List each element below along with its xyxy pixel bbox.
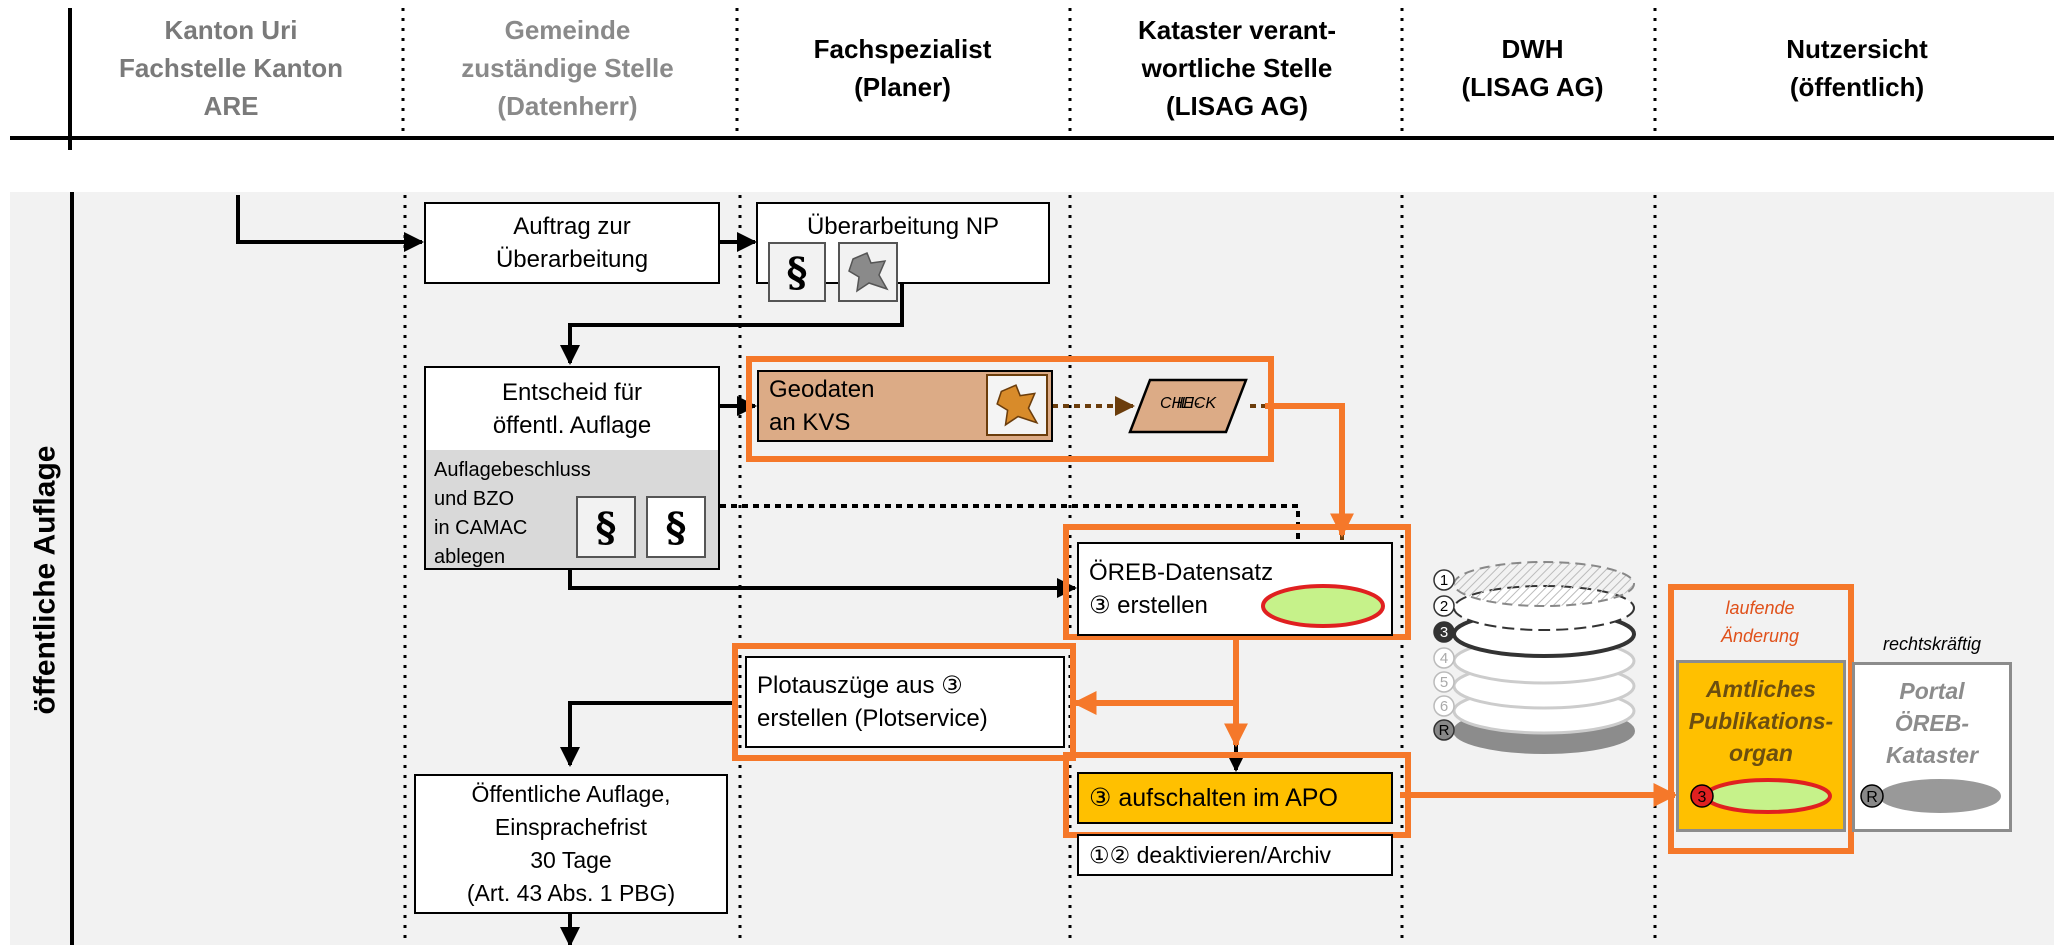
stack-label-6: 6 <box>1440 698 1448 715</box>
header-col3: Fachspezialist(Planer) <box>813 34 992 102</box>
apo-highlight <box>1668 584 1854 854</box>
flow-arrows <box>236 195 1246 945</box>
oereb-ellipse <box>1261 584 1385 628</box>
apo-ellipse: 3 <box>1690 778 1832 814</box>
apo-marker: 3 <box>1698 789 1707 806</box>
paragraph-icon-3: § <box>646 496 706 558</box>
rechtskraeftig-label: rechtskräftig <box>1882 634 1982 654</box>
swimlane-label: öffentliche Auflage <box>28 445 61 715</box>
stack-label-5: 5 <box>1440 674 1448 691</box>
stack-label-2: 2 <box>1440 598 1448 615</box>
header-col5: DWH(LISAG AG) <box>1461 34 1604 102</box>
portal-ellipse: R <box>1860 779 2001 813</box>
portal-marker: R <box>1866 789 1878 806</box>
ili-check-shape: ILI-CHECK <box>1128 378 1248 434</box>
geodata-map-icon <box>986 374 1048 436</box>
stack-label-3: 3 <box>1440 624 1448 641</box>
plotauszuege-highlight <box>732 643 1076 761</box>
stack-label-r: R <box>1439 722 1450 739</box>
geodaten-highlight <box>746 356 1274 462</box>
oereb-highlight <box>1063 524 1411 640</box>
stack-label-4: 4 <box>1440 650 1448 667</box>
header-col4: Kataster verant-wortliche Stelle(LISAG A… <box>1138 15 1336 121</box>
aufschalten-box: ③ aufschalten im APO <box>1077 772 1393 824</box>
stack-label-1: 1 <box>1440 572 1448 589</box>
deaktivieren-box: ①② deaktivieren/Archiv <box>1077 834 1393 876</box>
dwh-database-stack: 1 2 3 4 5 6 R <box>1433 561 1636 754</box>
paragraph-icon: § <box>768 242 826 302</box>
paragraph-icon-2: § <box>576 496 636 558</box>
map-icon <box>838 242 898 302</box>
orange-arrows <box>1072 403 1678 807</box>
header-col6: Nutzersicht(öffentlich) <box>1786 34 1928 102</box>
column-dividers <box>401 8 1657 945</box>
